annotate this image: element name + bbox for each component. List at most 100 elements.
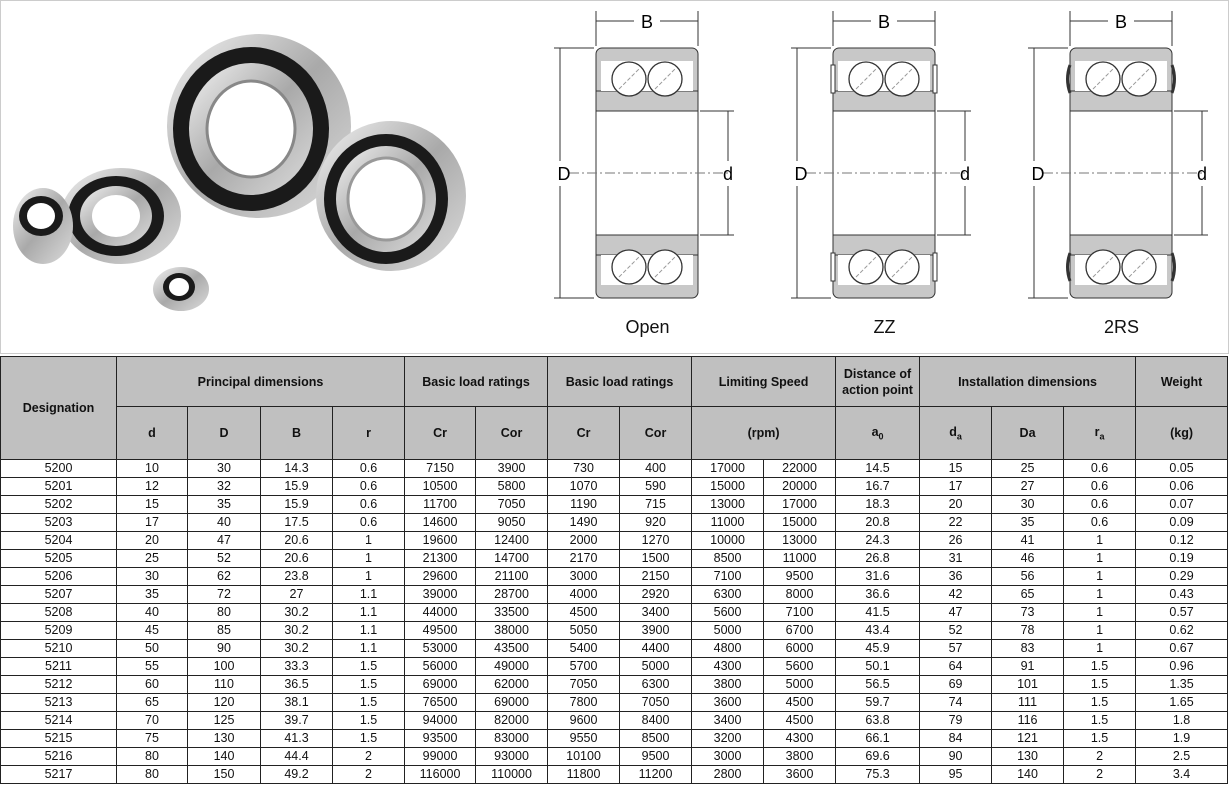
table-cell: 3800 <box>691 675 765 694</box>
table-cell: 8500 <box>691 549 765 568</box>
table-cell: 1490 <box>547 513 621 532</box>
table-cell: 30.2 <box>260 639 333 658</box>
header-action-point: Distance of action point <box>835 356 921 407</box>
table-cell: 11000 <box>763 549 837 568</box>
table-cell: 1 <box>1063 567 1137 586</box>
table-cell: 1.9 <box>1135 729 1229 748</box>
table-cell: 91 <box>991 657 1065 676</box>
header-principal-dimensions: Principal dimensions <box>115 356 406 407</box>
table-cell: 0.07 <box>1135 495 1229 514</box>
table-cell: 60 <box>116 675 188 694</box>
table-cell: 2800 <box>691 765 765 784</box>
table-cell: 16.7 <box>835 477 921 496</box>
table-cell: 28700 <box>475 585 549 604</box>
table-cell: 14600 <box>404 513 477 532</box>
table-cell: 1.5 <box>331 729 406 748</box>
table-cell: 121 <box>991 729 1065 748</box>
table-cell: 73 <box>991 603 1065 622</box>
table-cell: 1.5 <box>1063 675 1137 694</box>
table-cell: 47 <box>187 531 261 550</box>
table-cell: 1.5 <box>331 711 406 730</box>
table-cell: 1 <box>331 567 406 586</box>
table-cell: 84 <box>919 729 993 748</box>
table-cell: 1.5 <box>331 693 406 712</box>
da-label: d <box>949 424 957 439</box>
header-designation: Designation <box>0 356 117 460</box>
table-cell: 93500 <box>404 729 477 748</box>
table-cell: 1 <box>1063 639 1137 658</box>
table-cell: 22 <box>919 513 993 532</box>
table-cell: 2000 <box>547 531 621 550</box>
table-cell: 72 <box>187 585 261 604</box>
table-cell: 14700 <box>475 549 549 568</box>
table-cell: 1 <box>331 531 406 550</box>
table-cell: 0.09 <box>1135 513 1229 532</box>
table-cell: 69.6 <box>835 747 921 766</box>
table-cell: 17 <box>919 477 993 496</box>
designation-cell: 5209 <box>0 621 117 640</box>
table-cell: 4500 <box>763 693 837 712</box>
header-d: d <box>116 406 188 460</box>
table-cell: 9500 <box>619 747 693 766</box>
table-cell: 1.1 <box>331 621 406 640</box>
table-cell: 120 <box>187 693 261 712</box>
table-cell: 1.35 <box>1135 675 1229 694</box>
table-cell: 20.6 <box>260 531 333 550</box>
table-cell: 13000 <box>763 531 837 550</box>
header-installation-dimensions: Installation dimensions <box>919 356 1137 407</box>
table-cell: 15.9 <box>260 495 333 514</box>
table-cell: 2920 <box>619 585 693 604</box>
table-cell: 10500 <box>404 477 477 496</box>
table-cell: 56000 <box>404 657 477 676</box>
table-cell: 1.1 <box>331 639 406 658</box>
table-cell: 0.6 <box>1063 477 1137 496</box>
header-da: da <box>919 406 993 460</box>
table-cell: 7800 <box>547 693 621 712</box>
table-cell: 32 <box>187 477 261 496</box>
table-cell: 5700 <box>547 657 621 676</box>
table-cell: 0.6 <box>331 477 406 496</box>
table-cell: 2 <box>1063 747 1137 766</box>
table-cell: 1.5 <box>331 657 406 676</box>
table-cell: 1.5 <box>1063 657 1137 676</box>
table-cell: 17000 <box>763 495 837 514</box>
table-cell: 45 <box>116 621 188 640</box>
cross-section-drawing: B D d <box>554 11 734 299</box>
table-cell: 9500 <box>763 567 837 586</box>
table-cell: 69000 <box>404 675 477 694</box>
designation-cell: 5200 <box>0 459 117 478</box>
header-weight: Weight <box>1135 356 1229 407</box>
table-cell: 30.2 <box>260 603 333 622</box>
table-cell: 36 <box>919 567 993 586</box>
table-cell: 30.2 <box>260 621 333 640</box>
illustration-area: B D d Open B D d ZZ B D d 2RS <box>0 0 1229 354</box>
table-cell: 6300 <box>691 585 765 604</box>
table-cell: 33.3 <box>260 657 333 676</box>
table-cell: 0.29 <box>1135 567 1229 586</box>
table-cell: 4300 <box>691 657 765 676</box>
table-cell: 5600 <box>691 603 765 622</box>
table-cell: 2 <box>1063 765 1137 784</box>
table-cell: 0.12 <box>1135 531 1229 550</box>
table-cell: 110 <box>187 675 261 694</box>
table-cell: 45.9 <box>835 639 921 658</box>
table-cell: 11800 <box>547 765 621 784</box>
diagram-caption: Open <box>625 317 670 337</box>
table-cell: 49.2 <box>260 765 333 784</box>
header-limiting-speed: Limiting Speed <box>691 356 837 407</box>
header-cor-1: Cor <box>475 406 549 460</box>
inner-diameter-label: d <box>723 164 733 184</box>
table-cell: 21100 <box>475 567 549 586</box>
a0-subscript: 0 <box>878 431 884 442</box>
table-cell: 3000 <box>691 747 765 766</box>
table-cell: 1 <box>1063 585 1137 604</box>
table-cell: 35 <box>187 495 261 514</box>
designation-cell: 5201 <box>0 477 117 496</box>
table-cell: 3900 <box>619 621 693 640</box>
table-cell: 30 <box>187 459 261 478</box>
outer-diameter-label: D <box>795 164 808 184</box>
